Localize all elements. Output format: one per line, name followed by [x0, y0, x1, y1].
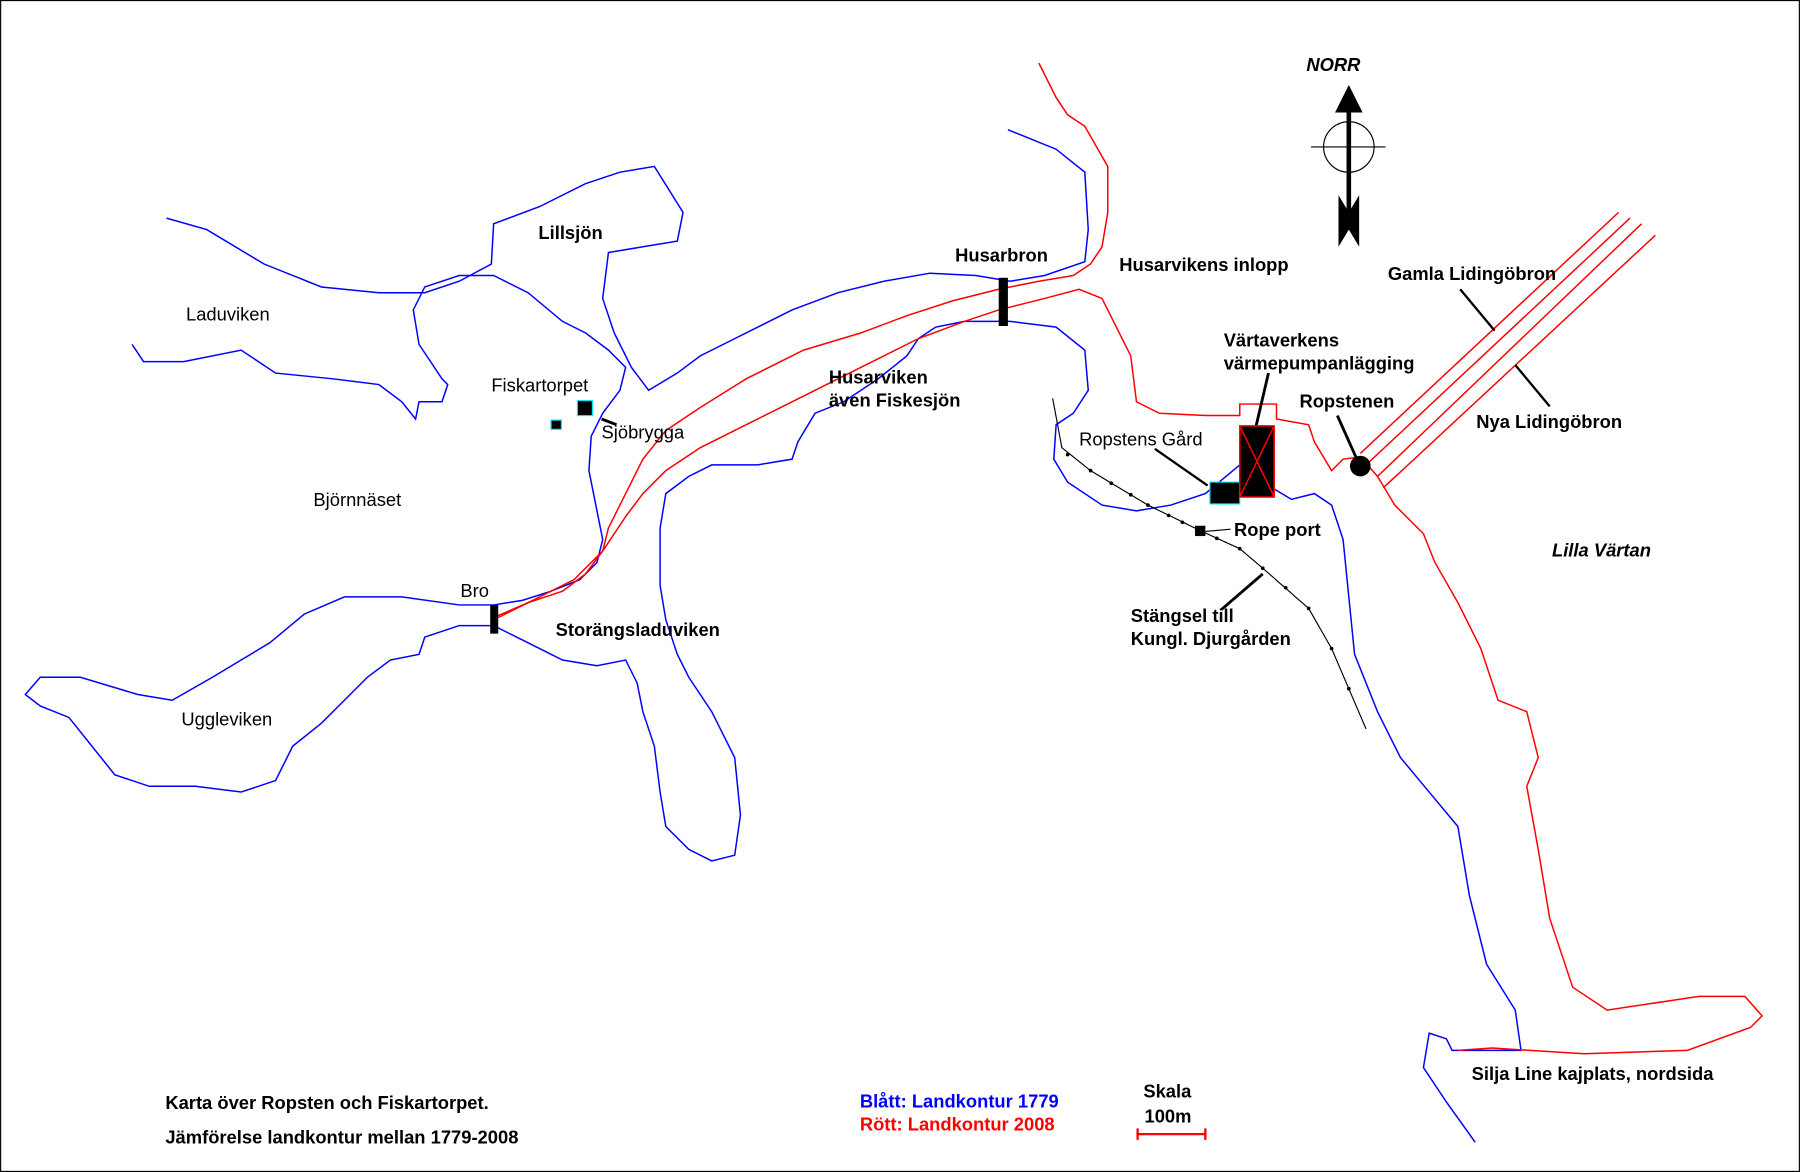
scale-title: Skala: [1143, 1080, 1192, 1101]
coast-1779-north: [166, 129, 1090, 392]
label-varmepumpanlaggning: värmepumpanlägging: [1224, 353, 1415, 374]
lidingo-bridges: [1359, 211, 1656, 489]
ropstens-gard-building: [1209, 481, 1241, 505]
label-husarvikens-inlopp: Husarvikens inlopp: [1119, 254, 1288, 275]
coast-2008-south: [493, 288, 1764, 1055]
map-title-line1: Karta över Ropsten och Fiskartorpet.: [165, 1092, 488, 1113]
label-fiskesjon: även Fiskesjön: [829, 389, 961, 410]
ropstenen-pointer: [1336, 414, 1359, 460]
stangsel-pointer: [1220, 572, 1264, 611]
label-vartaverkens: Värtaverkens: [1224, 330, 1339, 351]
label-rope-port: Rope port: [1234, 519, 1321, 540]
rope-port-marker: [1195, 525, 1206, 537]
scale-bar: [1136, 1128, 1207, 1140]
bro-bridge: [490, 604, 499, 634]
coast-2008-north: [493, 62, 1109, 619]
legend-blue: Blått: Landkontur 1779: [860, 1091, 1059, 1112]
label-laduviken: Laduviken: [186, 303, 270, 324]
map-title-line2: Jämförelse landkontur mellan 1779-2008: [165, 1126, 518, 1147]
label-storangsladuviken: Storängsladuviken: [556, 619, 720, 640]
label-bro: Bro: [460, 580, 489, 601]
sjobrygga-pier: [601, 417, 617, 427]
label-nya-lidingobron: Nya Lidingöbron: [1476, 411, 1622, 432]
nya-lidingobron-pointer: [1514, 364, 1551, 408]
label-lillsjon: Lillsjön: [538, 222, 602, 243]
gamla-lidingobron-pointer: [1459, 288, 1496, 332]
husarbron-bridge: [998, 277, 1008, 327]
label-husarbron: Husarbron: [955, 245, 1048, 266]
arrow-tail-icon: [1338, 195, 1360, 247]
ropstens-gard-pointer: [1154, 447, 1209, 487]
rope-port-pointer: [1205, 528, 1231, 533]
vartaverk-cross-b: [1239, 425, 1275, 498]
label-bjornnaset: Björnnäset: [313, 489, 401, 510]
ropstenen-marker: [1349, 455, 1371, 477]
label-sjobrygga: Sjöbrygga: [602, 421, 685, 442]
label-gamla-lidingobron: Gamla Lidingöbron: [1388, 263, 1556, 284]
label-lilla-vartan: Lilla Värtan: [1552, 540, 1651, 561]
label-ropstenen: Ropstenen: [1299, 391, 1394, 412]
fiskartorpet-building: [576, 400, 593, 417]
label-uggleviken: Uggleviken: [181, 708, 272, 729]
label-ropstens-gard: Ropstens Gård: [1079, 428, 1202, 449]
fiskartorpet-small-building: [550, 419, 562, 430]
label-silja: Silja Line kajplats, nordsida: [1472, 1063, 1715, 1084]
north-arrow-icon: [1335, 84, 1363, 113]
scale-value: 100m: [1145, 1106, 1192, 1127]
compass-rose: [1310, 84, 1386, 247]
label-stangsel: Stängsel till: [1131, 605, 1234, 626]
label-kungl-djurgarden: Kungl. Djurgården: [1131, 628, 1291, 649]
label-husarviken: Husarviken: [829, 366, 928, 387]
legend-red: Rött: Landkontur 2008: [860, 1114, 1055, 1135]
vartaverk-pointer: [1254, 372, 1270, 428]
fence-posts: [1065, 452, 1351, 691]
label-fiskartorpet: Fiskartorpet: [491, 374, 588, 395]
compass-label: NORR: [1306, 54, 1361, 75]
